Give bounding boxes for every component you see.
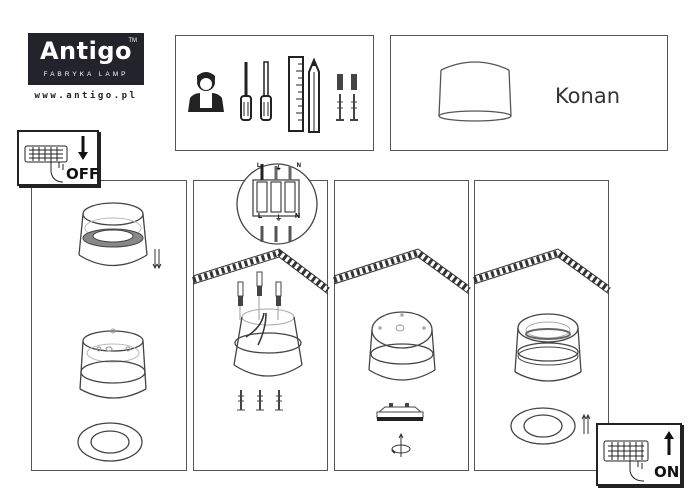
step-2-ceiling (192, 248, 330, 295)
arrow-up-icon (581, 413, 591, 434)
rotate-icon (391, 432, 411, 457)
wire-label-earth: ⏚ (275, 166, 282, 172)
light-module-icon (376, 403, 424, 421)
terminal-label-live: L (258, 213, 263, 220)
step-4-panel (474, 180, 609, 471)
off-label: OFF (66, 165, 100, 183)
step-4-trim-ring (510, 407, 576, 445)
pencil-icon (308, 57, 320, 133)
wiring-terminal-detail (236, 163, 318, 245)
wire-label-live: L (257, 163, 261, 169)
power-off-badge: OFF (17, 130, 99, 186)
step-4-assembled-lamp (514, 313, 582, 382)
brand-tagline: FABRYKA LAMP (43, 71, 129, 78)
circuit-breaker-hand-icon (603, 440, 649, 482)
power-on-badge: ON (596, 423, 682, 486)
electrician-icon (188, 72, 224, 112)
arrow-down-icon (152, 249, 162, 270)
step-1-shade-with-diffuser (78, 202, 148, 267)
flat-screwdriver-icon (260, 61, 272, 121)
step-2-housing (233, 308, 303, 377)
on-label: ON (654, 463, 680, 481)
step-3-housing (368, 311, 436, 381)
brand-logo: Antigo TM FABRYKA LAMP (28, 33, 144, 85)
circuit-breaker-hand-icon (24, 145, 68, 183)
trademark: TM (128, 38, 137, 44)
terminal-label-neutral: N (294, 213, 300, 220)
screws-icon (237, 390, 283, 411)
step-1-trim-ring (77, 422, 143, 462)
brand-url: www.antigo.pl (34, 91, 138, 101)
lamp-illustration (438, 61, 512, 122)
ruler-icon (288, 56, 304, 132)
wire-label-neutral: N (296, 163, 301, 169)
tools-panel (175, 35, 374, 151)
phillips-screwdriver-icon (240, 62, 252, 121)
product-panel: Konan (390, 35, 668, 151)
step-1-shade-open (79, 328, 147, 399)
wall-plugs-and-screws-icon (336, 74, 358, 121)
step-3-ceiling (333, 248, 471, 295)
wiring-bottom-labels: L ⏚ N (258, 213, 300, 223)
wall-plugs-icon (237, 271, 282, 320)
terminal-label-earth: ⏚ (275, 215, 283, 222)
wiring-top-labels: L ⏚ N (257, 163, 301, 172)
brand-name: Antigo (39, 37, 133, 65)
step-4-ceiling (473, 248, 611, 295)
arrow-down-icon (78, 136, 88, 160)
model-name: Konan (554, 84, 620, 108)
arrow-up-icon (664, 431, 674, 455)
